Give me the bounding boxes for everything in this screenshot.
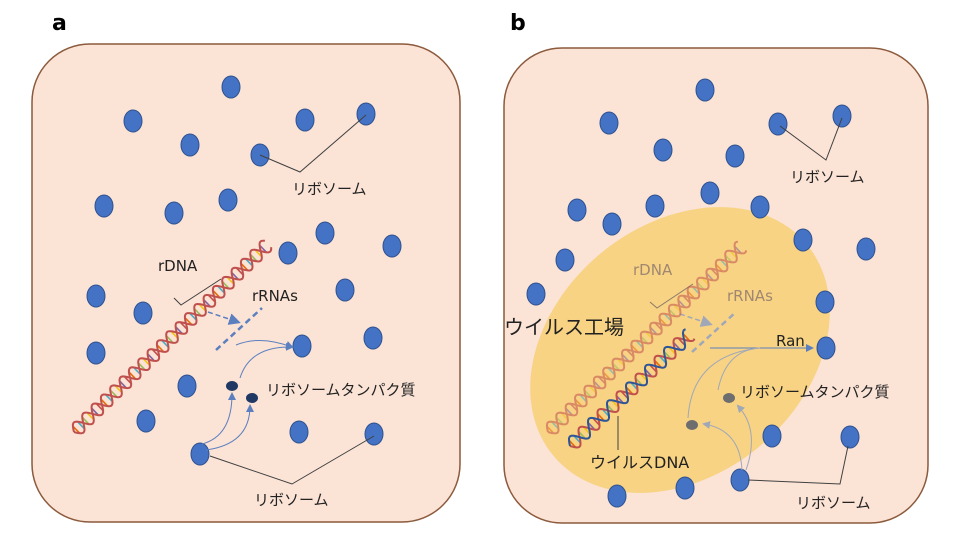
panel-b-ribosome xyxy=(857,238,875,260)
panel-a-ribosome xyxy=(279,242,297,264)
panel-b-ribosome xyxy=(646,195,664,217)
panel-b-ribosome xyxy=(654,139,672,161)
virus-factory-label: ウイルス工場 xyxy=(504,315,624,339)
panel-a-ribosome xyxy=(191,443,209,465)
panel-a-protein-2 xyxy=(246,393,258,403)
panel-b-ribosome xyxy=(841,426,859,448)
panel-b-ribosome xyxy=(600,112,618,134)
panel-a-ribosome xyxy=(290,421,308,443)
panel-b-ribosome xyxy=(769,113,787,135)
panel-a-ribosome xyxy=(95,195,113,217)
panel-a-ribosome xyxy=(178,375,196,397)
panel-b-protein-2 xyxy=(723,393,735,403)
panel-b-ribosome xyxy=(816,291,834,313)
panel-b-ribosome xyxy=(833,105,851,127)
panel-a-ribosome xyxy=(124,110,142,132)
panel-b-ribosome xyxy=(763,425,781,447)
panel-a-ribosome xyxy=(181,134,199,156)
panel-b-ribosome xyxy=(527,283,545,305)
panel-a-ribosome xyxy=(222,76,240,98)
panel-a-cell xyxy=(32,44,460,522)
panel-b-ribosome xyxy=(603,213,621,235)
panel-b-ribosome-label-bottom: リボソーム xyxy=(796,494,871,512)
panel-a-ribosome xyxy=(364,327,382,349)
panel-b-ribosome xyxy=(676,477,694,499)
panel-a-rdna-label: rDNA xyxy=(158,257,198,275)
panel-a-ribosome xyxy=(365,423,383,445)
panel-a-ribosome xyxy=(137,410,155,432)
panel-a-ribosome-label-bottom: リボソーム xyxy=(254,491,329,509)
panel-b-ribosome-label-top: リボソーム xyxy=(790,168,865,186)
panel-b-rrnas-label: rRNAs xyxy=(727,287,773,305)
panel-a-protein-1 xyxy=(226,381,238,391)
panel-a-ribosome xyxy=(165,202,183,224)
panel-b-ribosome xyxy=(696,79,714,101)
panel-b-protein-label: リボソームタンパク質 xyxy=(740,383,890,401)
panel-b-ribosome xyxy=(817,337,835,359)
panel-b-ribosome xyxy=(568,199,586,221)
panel-b-rdna-label: rDNA xyxy=(633,261,673,279)
panel-a-ribosome-label-top: リボソーム xyxy=(292,180,367,198)
panel-b-ribosome xyxy=(794,229,812,251)
panel-b-ribosome xyxy=(608,485,626,507)
panel-a-ribosome xyxy=(336,279,354,301)
panel-a-ribosome xyxy=(134,302,152,324)
panel-b-ribosome xyxy=(751,196,769,218)
panel-b-ribosome xyxy=(731,469,749,491)
panel-a-ribosome xyxy=(357,103,375,125)
panel-b-ribosome xyxy=(556,249,574,271)
ran-label: Ran xyxy=(776,332,805,350)
panel-a-ribosome xyxy=(293,335,311,357)
panel-b-ribosome xyxy=(701,182,719,204)
panel-a-rrnas-label: rRNAs xyxy=(252,287,298,305)
panel-a-ribosome xyxy=(87,342,105,364)
viral-dna-label: ウイルスDNA xyxy=(590,453,689,472)
panel-a-letter: a xyxy=(52,11,67,36)
panel-a-ribosome xyxy=(296,109,314,131)
panel-a-ribosome xyxy=(316,222,334,244)
panel-a-protein-label: リボソームタンパク質 xyxy=(266,381,416,399)
panel-b-letter: b xyxy=(510,11,526,36)
panel-a-ribosome xyxy=(87,285,105,307)
panel-a-ribosome xyxy=(219,189,237,211)
panel-b-protein-1 xyxy=(686,420,698,430)
panel-a-ribosome xyxy=(383,235,401,257)
panel-b-ribosome xyxy=(726,145,744,167)
